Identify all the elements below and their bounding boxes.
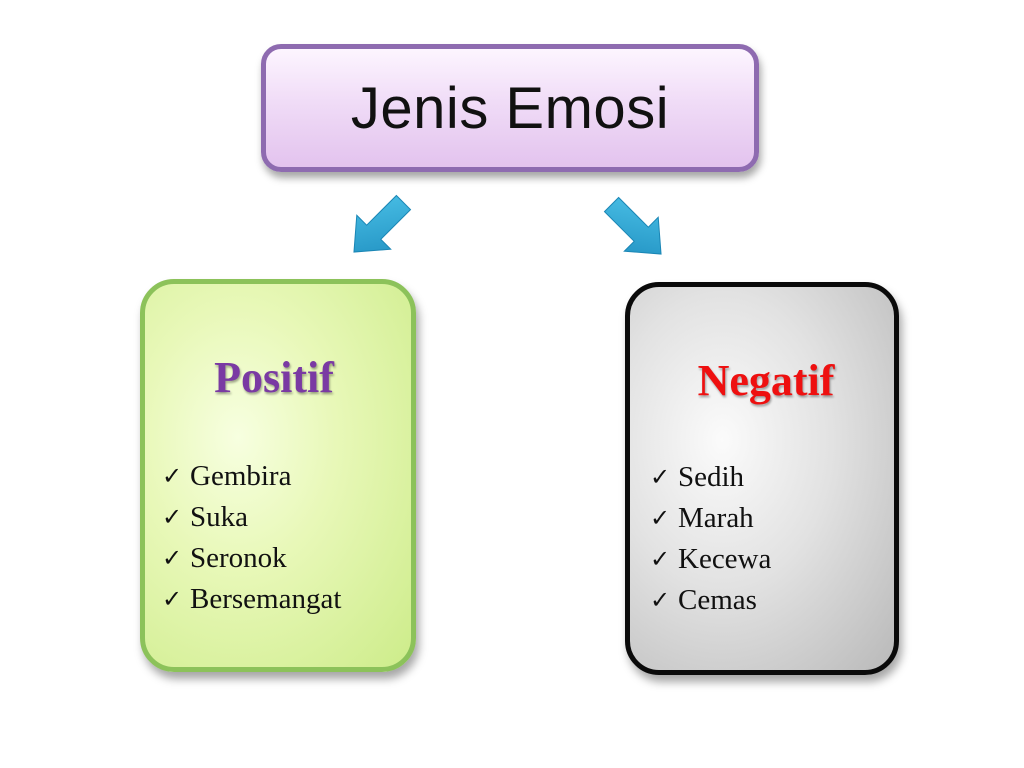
negative-list: ✓Sedih ✓Marah ✓Kecewa ✓Cemas: [650, 457, 771, 621]
list-item: ✓Kecewa: [650, 539, 771, 580]
list-item: ✓Marah: [650, 498, 771, 539]
checkmark-icon: ✓: [650, 586, 671, 614]
checkmark-icon: ✓: [162, 462, 183, 490]
checkmark-icon: ✓: [162, 503, 183, 531]
checkmark-icon: ✓: [162, 544, 183, 572]
negative-heading: Negatif: [697, 356, 835, 405]
arrow-down-left-icon: [353, 194, 412, 253]
checkmark-icon: ✓: [162, 585, 183, 613]
positive-list: ✓Gembira ✓Suka ✓Seronok ✓Bersemangat: [162, 456, 341, 620]
list-item-label: Sedih: [678, 461, 745, 493]
list-item-label: Bersemangat: [190, 583, 342, 615]
list-item: ✓Sedih: [650, 457, 771, 498]
title-text: Jenis Emosi: [350, 75, 670, 141]
list-item: ✓Cemas: [650, 580, 771, 621]
checkmark-icon: ✓: [650, 545, 671, 573]
list-item-label: Marah: [678, 502, 754, 534]
list-item-label: Cemas: [678, 584, 757, 616]
arrow-down-right-icon: [603, 196, 662, 255]
positive-heading: Positif: [214, 353, 334, 402]
list-item: ✓Bersemangat: [162, 579, 341, 620]
list-item-label: Suka: [190, 501, 248, 533]
list-item: ✓Seronok: [162, 538, 341, 579]
checkmark-icon: ✓: [650, 463, 671, 491]
list-item: ✓Suka: [162, 497, 341, 538]
checkmark-icon: ✓: [650, 504, 671, 532]
title-box: Jenis Emosi: [261, 44, 759, 172]
list-item-label: Gembira: [190, 460, 292, 492]
list-item-label: Seronok: [190, 542, 287, 574]
positive-box: Positif ✓Gembira ✓Suka ✓Seronok ✓Bersema…: [140, 279, 416, 672]
negative-box: Negatif ✓Sedih ✓Marah ✓Kecewa ✓Cemas: [625, 282, 899, 675]
list-item: ✓Gembira: [162, 456, 341, 497]
list-item-label: Kecewa: [678, 543, 772, 575]
